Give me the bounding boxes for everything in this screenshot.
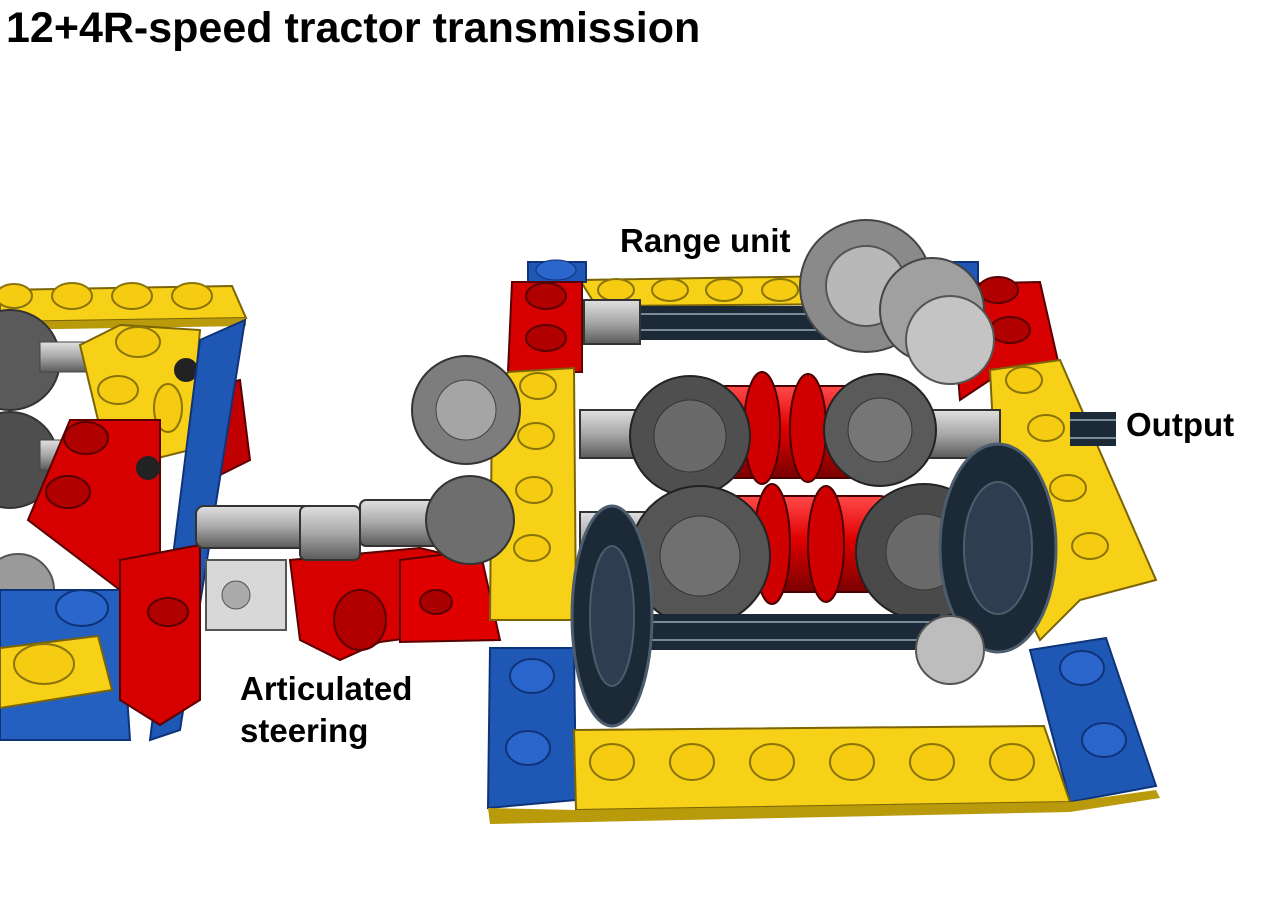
articulated-steering-line1: Articulated: [240, 670, 413, 707]
shafts-and-gears: [411, 219, 1116, 728]
range-unit-label: Range unit: [620, 222, 791, 259]
articulated-steering-line2: steering: [240, 712, 369, 749]
diagram-title: 12+4R-speed tractor transmission: [6, 4, 701, 52]
articulated-steering-label: Articulated steering: [240, 668, 412, 752]
output-label: Output: [1126, 406, 1235, 443]
articulated-joint: [195, 499, 502, 662]
left-frame: [0, 282, 252, 742]
